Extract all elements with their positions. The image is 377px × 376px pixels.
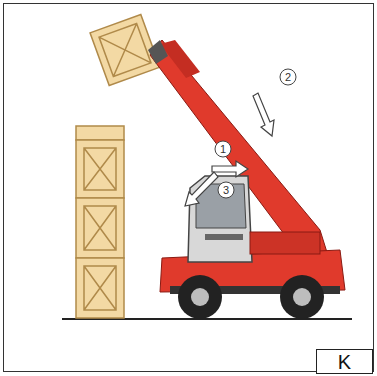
callout-number: 1 [216,144,230,155]
callout-number: 3 [219,185,233,196]
figure-letter-box: K [316,349,373,374]
figure-letter: K [338,352,351,372]
callout-number: 2 [281,72,295,83]
